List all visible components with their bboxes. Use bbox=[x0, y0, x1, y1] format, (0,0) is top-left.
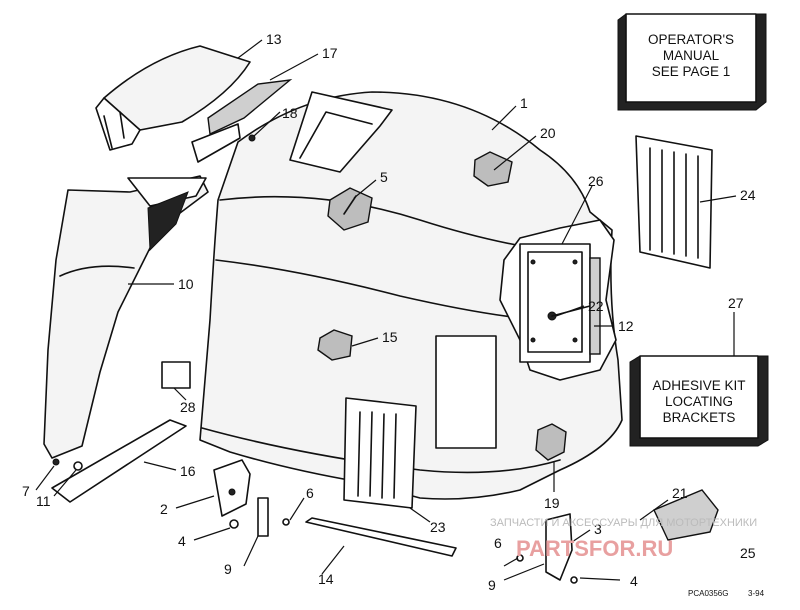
callout-numbers: 13 17 18 1 20 5 26 24 10 27 22 12 15 28 … bbox=[22, 31, 756, 593]
callout-5: 5 bbox=[380, 169, 388, 185]
callout-25: 25 bbox=[740, 545, 756, 561]
callout-18: 18 bbox=[282, 105, 298, 121]
adhesive-kit-box: ADHESIVE KIT LOCATING BRACKETS bbox=[629, 355, 769, 447]
callout-1: 1 bbox=[520, 95, 528, 111]
label-28 bbox=[161, 361, 191, 389]
bracket-plate-26 bbox=[519, 243, 601, 363]
callout-3: 3 bbox=[594, 521, 602, 537]
adhesive-box-line1: ADHESIVE KIT bbox=[652, 378, 745, 393]
strip-16 bbox=[51, 419, 187, 503]
trim-17 bbox=[207, 79, 293, 136]
callout-6b: 6 bbox=[494, 535, 502, 551]
watermark-line2: PARTSFOR.RU bbox=[516, 536, 673, 561]
callout-12: 12 bbox=[618, 318, 634, 334]
callout-20: 20 bbox=[540, 125, 556, 141]
operator-manual-box: OPERATOR'S MANUAL SEE PAGE 1 bbox=[617, 13, 767, 111]
callout-15: 15 bbox=[382, 329, 398, 345]
top-cap-13 bbox=[95, 45, 251, 151]
leader-lines bbox=[35, 39, 737, 581]
trim-18-bracket bbox=[191, 123, 241, 163]
callout-4b: 4 bbox=[630, 573, 638, 589]
pad-5 bbox=[327, 187, 373, 231]
callout-2: 2 bbox=[160, 501, 168, 517]
callout-13: 13 bbox=[266, 31, 282, 47]
callout-6a: 6 bbox=[306, 485, 314, 501]
callout-21: 21 bbox=[672, 485, 688, 501]
callout-14: 14 bbox=[318, 571, 334, 587]
callout-7: 7 bbox=[22, 483, 30, 499]
part-25 bbox=[653, 489, 719, 541]
bracket-3 bbox=[545, 513, 573, 581]
louver-24 bbox=[635, 135, 713, 269]
figure-date: 3-94 bbox=[748, 589, 765, 598]
callout-19: 19 bbox=[544, 495, 560, 511]
bracket-2 bbox=[213, 459, 251, 517]
callout-22: 22 bbox=[588, 298, 604, 314]
adhesive-box-line2: LOCATING bbox=[665, 394, 733, 409]
figure-code: PCA0356G bbox=[688, 589, 728, 598]
adhesive-box-line3: BRACKETS bbox=[663, 410, 736, 425]
grille-23 bbox=[343, 397, 417, 509]
pad-20 bbox=[473, 151, 513, 187]
callout-4a: 4 bbox=[178, 533, 186, 549]
callout-10: 10 bbox=[178, 276, 194, 292]
callout-24: 24 bbox=[740, 187, 756, 203]
side-panel-10 bbox=[43, 175, 209, 459]
pad-19 bbox=[535, 423, 567, 461]
callout-26: 26 bbox=[588, 173, 604, 189]
callout-9a: 9 bbox=[224, 561, 232, 577]
watermark-line1: ЗАПЧАСТИ И АКСЕССУАРЫ ДЛЯ МОТОРТЕХНИКИ bbox=[490, 517, 757, 529]
callout-27: 27 bbox=[728, 295, 744, 311]
pad-15 bbox=[317, 329, 353, 361]
plate-9 bbox=[257, 497, 269, 537]
operator-box-line2: MANUAL bbox=[663, 48, 720, 63]
operator-box-line1: OPERATOR'S bbox=[648, 32, 734, 47]
callout-9b: 9 bbox=[488, 577, 496, 593]
callout-16: 16 bbox=[180, 463, 196, 479]
callout-23: 23 bbox=[430, 519, 446, 535]
callout-17: 17 bbox=[322, 45, 338, 61]
callout-28: 28 bbox=[180, 399, 196, 415]
callout-11: 11 bbox=[36, 493, 51, 509]
operator-box-line3: SEE PAGE 1 bbox=[652, 64, 731, 79]
bar-14 bbox=[305, 517, 457, 557]
